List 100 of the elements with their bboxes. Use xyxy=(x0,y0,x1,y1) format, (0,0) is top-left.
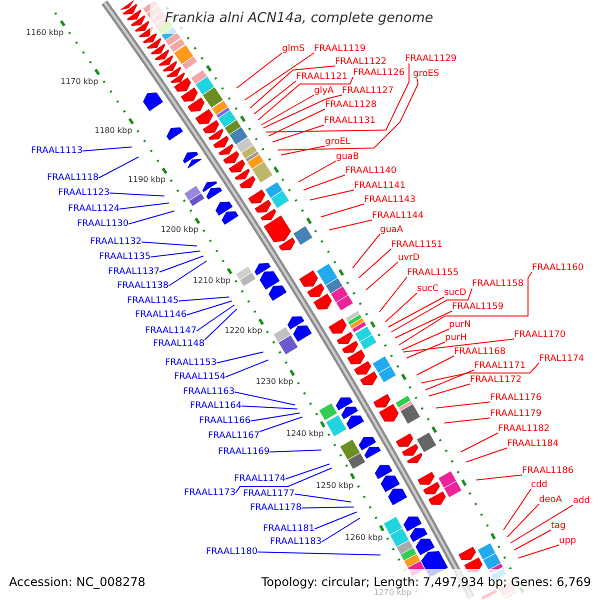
leader-line xyxy=(384,292,418,322)
gene-label: guaA xyxy=(380,226,404,234)
leader-line xyxy=(268,108,326,136)
gene-label: FRAAL1182 xyxy=(498,424,550,434)
leader-line xyxy=(235,468,332,494)
gene-label: FRAAL1124 xyxy=(68,204,120,214)
leader-line xyxy=(406,342,446,358)
gene-label: FRAAL1155 xyxy=(407,268,459,278)
gene-label: FRAAL1128 xyxy=(325,100,377,110)
gene-label: glmS xyxy=(282,44,305,54)
leader-line xyxy=(244,52,314,100)
leader-line xyxy=(506,504,540,538)
gene-label: FRAAL1174 xyxy=(234,474,286,484)
leader-line xyxy=(428,384,470,396)
gene-label: FRAL1174 xyxy=(539,354,584,364)
leader-line xyxy=(254,80,296,114)
scale-label: 1180 kbp xyxy=(94,126,132,135)
leader-line xyxy=(178,296,230,302)
gene-label: FRAAL1159 xyxy=(452,302,504,312)
gene-label: upp xyxy=(559,536,576,546)
gene-label: FRAAL1160 xyxy=(532,264,584,272)
gene-label: FRAAL1113 xyxy=(31,146,83,156)
leader-line xyxy=(280,146,326,156)
gene-label: FRAAL1164 xyxy=(190,402,242,410)
gene-label: FRAAL1138 xyxy=(117,282,169,290)
gene-label: FRAAL1121 xyxy=(296,72,348,82)
gene-label: FRAAL1180 xyxy=(206,548,258,556)
gene-label: glyA xyxy=(314,86,334,96)
leader-line xyxy=(358,248,392,278)
gene-label: groES xyxy=(413,70,440,78)
leader-line xyxy=(402,338,514,352)
leader-line xyxy=(250,412,300,422)
scale-label: 1160 kbp xyxy=(26,28,64,37)
leader-line xyxy=(401,328,450,350)
leader-line xyxy=(285,464,330,480)
gene-label: sucC xyxy=(417,284,439,294)
scale-label: 1240 kbp xyxy=(286,428,324,438)
leader-line xyxy=(225,360,269,378)
gene-label: FRAAL1170 xyxy=(514,330,566,340)
leader-line xyxy=(435,402,490,408)
leader-line xyxy=(150,250,201,258)
gene-label: purN xyxy=(449,320,471,330)
leader-line xyxy=(320,204,364,218)
gene-label: tag xyxy=(551,522,566,530)
leader-line xyxy=(518,544,560,558)
gene-label: FRAAL1169 xyxy=(218,448,270,456)
leader-line xyxy=(128,210,175,224)
leader-line xyxy=(366,262,398,290)
gene-label: FRAAL1154 xyxy=(174,372,226,382)
leader-line xyxy=(259,416,303,432)
scale-label: 1220 kbp xyxy=(224,326,262,336)
gene-label: FRAAL1153 xyxy=(165,358,217,368)
leader-line xyxy=(514,530,552,550)
leader-line xyxy=(424,370,474,390)
gene-label: FRAAL1126 xyxy=(353,68,405,78)
gene-label: groEL xyxy=(325,138,350,146)
leader-line xyxy=(260,94,314,126)
gene-label: FRAAL1181 xyxy=(263,524,315,534)
scale-label: 1230 kbp xyxy=(256,377,294,386)
gene-label: FRAAL1145 xyxy=(127,296,179,306)
gene-label: FRAAL1172 xyxy=(470,376,522,384)
gene-label: FRAAL1141 xyxy=(354,182,406,190)
gene-label: purH xyxy=(445,334,467,342)
leader-line xyxy=(196,304,235,332)
leader-line xyxy=(272,124,324,142)
leader-line xyxy=(303,174,346,190)
gene-label: FRAAL1127 xyxy=(342,86,394,96)
leader-line xyxy=(298,160,336,182)
leader-line xyxy=(294,494,352,502)
gene-label: deoA xyxy=(539,496,562,504)
leader-line xyxy=(258,76,354,120)
leader-line xyxy=(510,504,574,544)
gene-label: uvrD xyxy=(398,254,420,262)
gene-label: FRAAL1171 xyxy=(474,362,526,370)
scale-label: 1170 kbp xyxy=(60,76,98,86)
leader-line xyxy=(98,156,139,178)
leader-line xyxy=(141,242,198,246)
leader-line xyxy=(460,432,498,452)
leader-line xyxy=(321,518,361,542)
gene-label: FRAAL1123 xyxy=(58,188,110,198)
gene-label: FRAAL1147 xyxy=(145,326,197,336)
leader-line xyxy=(159,256,204,272)
leader-line xyxy=(186,300,232,316)
diagram-title: Frankia alni ACN14a, complete genome xyxy=(165,10,434,26)
leader-line xyxy=(269,450,322,452)
gene-label: FRAAL1178 xyxy=(250,504,302,512)
gene-label: FRAAL1129 xyxy=(405,54,457,64)
leader-line xyxy=(216,352,264,364)
scale-label: 1190 kbp xyxy=(128,175,166,184)
gene-label: FRAAL1146 xyxy=(135,310,187,320)
scale-label: 1250 kbp xyxy=(316,480,354,490)
gene-label: FRAAL1186 xyxy=(522,466,574,476)
leader-line xyxy=(241,406,298,410)
leader-line xyxy=(266,63,410,132)
leader-line xyxy=(476,474,522,480)
leader-line xyxy=(301,506,354,508)
leader-line xyxy=(328,220,372,230)
leader-line xyxy=(310,190,354,200)
gene-label: FRAAL1168 xyxy=(454,348,506,356)
gene-label: FRAAL1140 xyxy=(345,166,397,176)
